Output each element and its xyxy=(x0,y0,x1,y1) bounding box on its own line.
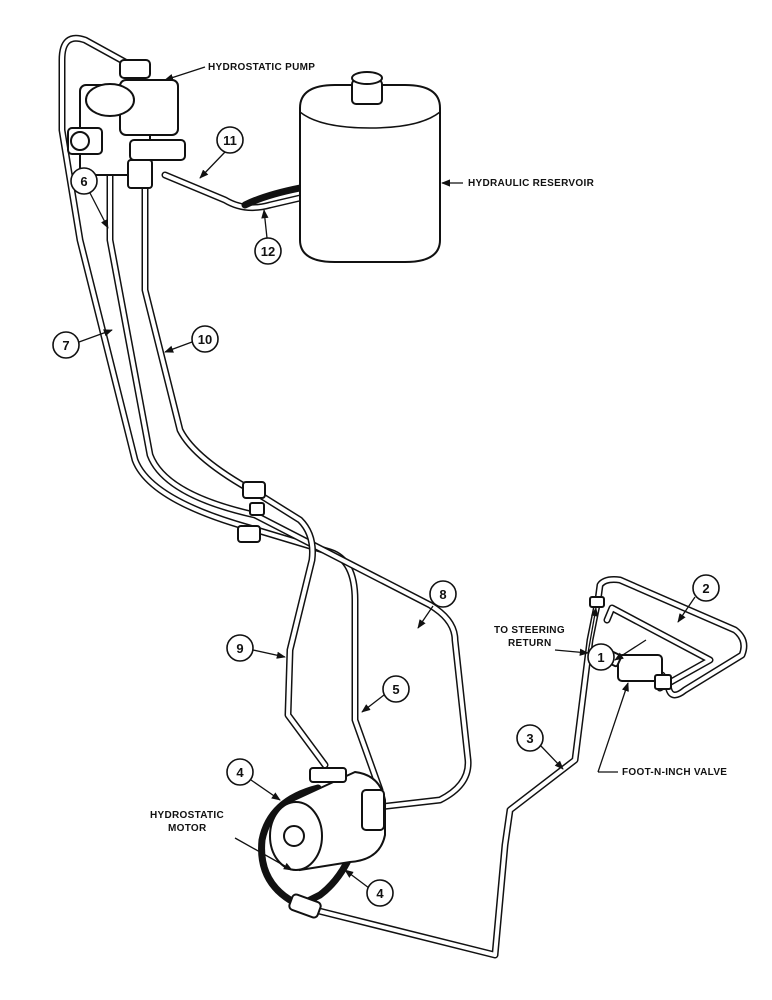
hydraulic-reservoir xyxy=(299,71,441,263)
svg-text:11: 11 xyxy=(223,133,237,148)
callout-5: 5 xyxy=(361,675,410,713)
pipe-10 xyxy=(141,181,329,769)
callout-3: 3 xyxy=(516,724,564,770)
hose-12 xyxy=(241,184,304,209)
pipe-clamps xyxy=(237,481,266,543)
callout-10: 10 xyxy=(164,325,219,353)
label-hydrostatic: HYDROSTATIC xyxy=(150,810,224,821)
callout-4-upper: 4 xyxy=(226,758,281,801)
steering-return-fitting xyxy=(589,596,605,608)
callout-6: 6 xyxy=(70,167,109,229)
label-hydraulic-reservoir: HYDRAULIC RESERVOIR xyxy=(468,178,595,189)
callout-4-lower: 4 xyxy=(344,869,394,907)
svg-text:8: 8 xyxy=(439,587,446,602)
svg-text:1: 1 xyxy=(597,650,604,665)
label-motor: MOTOR xyxy=(168,823,207,834)
svg-text:4: 4 xyxy=(376,886,384,901)
svg-text:10: 10 xyxy=(198,332,212,347)
label-return: RETURN xyxy=(508,638,551,649)
svg-text:2: 2 xyxy=(702,581,709,596)
svg-text:12: 12 xyxy=(261,244,275,259)
svg-text:6: 6 xyxy=(80,174,87,189)
hose-4-upper xyxy=(258,784,322,904)
svg-text:3: 3 xyxy=(526,731,533,746)
callout-9: 9 xyxy=(226,634,286,662)
svg-text:4: 4 xyxy=(236,765,244,780)
callout-7: 7 xyxy=(52,329,113,359)
callout-11: 11 xyxy=(199,126,244,179)
callout-8: 8 xyxy=(417,580,457,629)
hydrostatic-pump xyxy=(67,59,186,189)
label-hydrostatic-pump: HYDROSTATIC PUMP xyxy=(208,62,315,73)
hydrostatic-motor xyxy=(269,767,386,919)
callout-2: 2 xyxy=(677,574,720,623)
callout-12: 12 xyxy=(254,209,282,265)
callout-1: 1 xyxy=(587,639,647,671)
svg-text:9: 9 xyxy=(236,641,243,656)
svg-text:5: 5 xyxy=(392,682,399,697)
svg-text:7: 7 xyxy=(62,338,69,353)
label-foot-n-inch-valve: FOOT-N-INCH VALVE xyxy=(622,767,727,778)
label-to-steering: TO STEERING xyxy=(494,625,565,636)
